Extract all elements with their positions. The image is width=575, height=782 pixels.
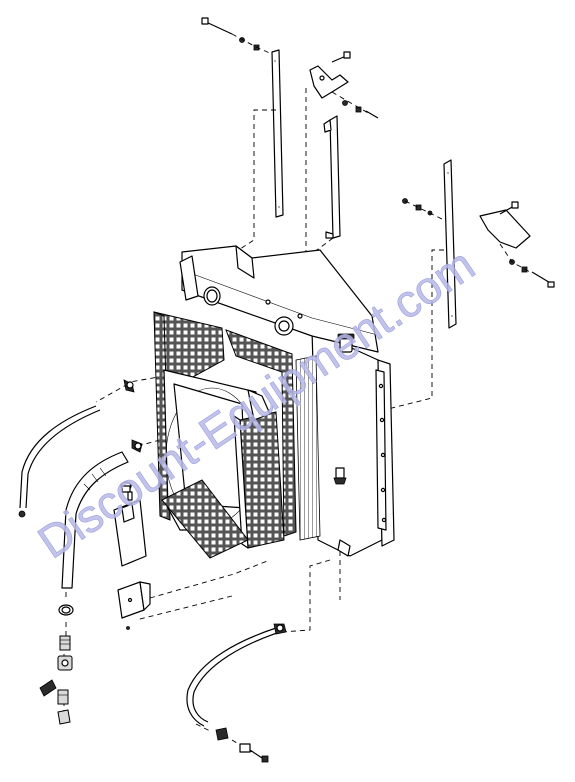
filler-neck-right: [274, 316, 294, 336]
hose-clamp-upper: [123, 379, 135, 393]
overflow-tube: [61, 451, 129, 589]
coolant-reservoir: [113, 481, 147, 567]
fitting-plug: [57, 689, 69, 705]
left-support-bar: [271, 49, 284, 218]
fitting-elbow: [57, 655, 73, 671]
right-bolt-group: [402, 198, 555, 288]
drain-fitting: [333, 467, 351, 557]
drain-valve: [39, 679, 57, 697]
fitting-nipple: [59, 635, 71, 651]
center-support-bar: [323, 115, 341, 239]
fitting-cap: [57, 709, 71, 725]
top-bolt-group: [201, 17, 273, 55]
radiator-core: [311, 329, 383, 557]
filler-neck-left: [203, 286, 221, 306]
lower-hose: [186, 623, 287, 763]
core-fins: [295, 355, 321, 541]
shroud-grill-bottom: [161, 479, 249, 559]
upper-corner-bracket: [309, 51, 379, 119]
hose-clamp-top: [273, 623, 287, 635]
hose-clamp-mid: [131, 439, 143, 453]
drain-fitting-stack: [39, 604, 74, 725]
lower-connector: [239, 743, 269, 763]
fitting-clamp: [58, 604, 74, 616]
top-bolt: [201, 17, 233, 35]
hose-clamp-bottom: [215, 727, 229, 741]
reservoir-bracket: [117, 581, 151, 630]
radiator-assembly: [153, 245, 395, 559]
upper-hose: [18, 379, 143, 518]
radiator-cap: [337, 333, 355, 353]
right-support-bar: [443, 159, 457, 329]
